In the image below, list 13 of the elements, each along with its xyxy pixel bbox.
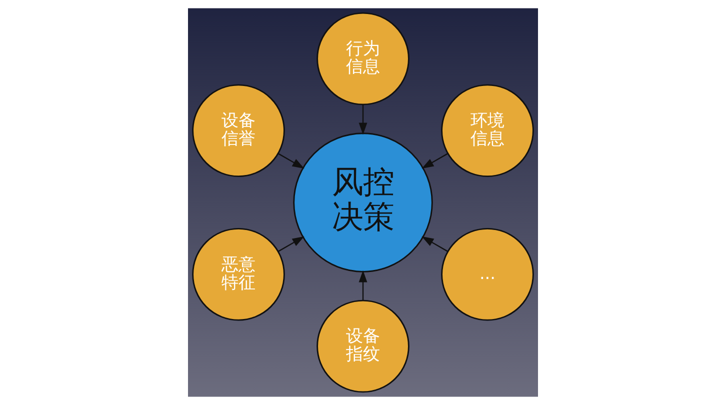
node-circle: 恶意特征 (192, 228, 285, 321)
node-circle: 风控决策 (293, 132, 433, 272)
node-circle: ... (441, 228, 534, 321)
node-circle: 设备信誉 (192, 84, 285, 178)
arrow (358, 104, 368, 135)
arrow (278, 236, 304, 252)
arrow (278, 153, 304, 169)
arrow (358, 270, 368, 300)
node-circle: 设备指纹 (316, 300, 410, 393)
node-circle: 环境信息 (441, 84, 534, 178)
arrow (422, 236, 448, 252)
arrow (422, 153, 448, 169)
node-circle: 行为信息 (316, 12, 410, 106)
